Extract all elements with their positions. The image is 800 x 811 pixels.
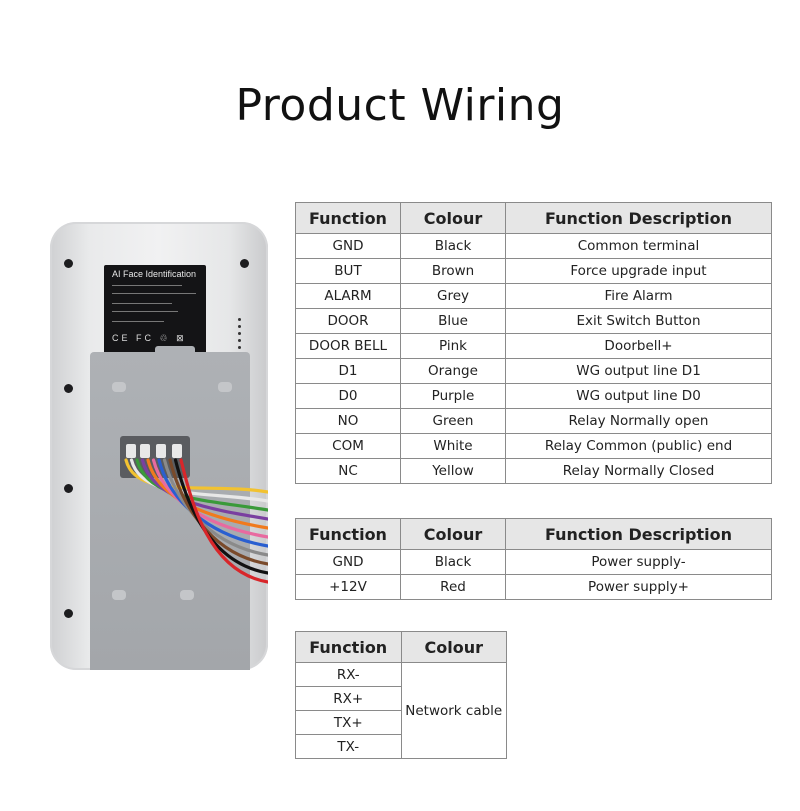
network-wiring-table: Function Colour RX- Network cable RX+ TX… [295,631,507,759]
description-cell: WG output line D1 [505,358,772,384]
colour-cell: Red [400,574,506,600]
device-illustration: AI Face Identification CE FC ♲ ⊠ [50,222,268,670]
function-cell: GND [295,233,401,259]
indicator-dots [238,318,241,353]
colour-cell: Network cable [400,662,507,759]
table-header-row: Function Colour Function Description [295,202,772,234]
colour-cell: Black [400,549,506,575]
header-colour: Colour [400,202,506,234]
wire-bundle [124,458,268,584]
function-cell: GND [295,549,401,575]
table-row: TX- [295,734,507,759]
label-line [112,293,196,294]
description-cell: Doorbell+ [505,333,772,359]
function-cell: NO [295,408,401,434]
label-line [112,321,164,322]
function-cell: +12V [295,574,401,600]
colour-cell: Pink [400,333,506,359]
table-row: RX- Network cable [295,662,507,759]
screw [240,259,249,268]
colour-cell: White [400,433,506,459]
header-colour: Colour [400,631,507,663]
signal-wiring-table: Function Colour Function Description GND… [295,202,772,484]
colour-cell: Green [400,408,506,434]
header-function: Function [295,631,402,663]
power-wiring-table: Function Colour Function Description GND… [295,518,772,600]
colour-cell: Yellow [400,458,506,484]
function-cell: NC [295,458,401,484]
description-cell: Power supply+ [505,574,772,600]
header-function: Function [295,202,401,234]
screw [64,384,73,393]
function-cell: DOOR [295,308,401,334]
label-line [112,303,172,304]
description-cell: Exit Switch Button [505,308,772,334]
function-cell: BUT [295,258,401,284]
device-label-title: AI Face Identification [112,269,197,279]
table-header-row: Function Colour Function Description [295,518,772,550]
header-description: Function Description [505,518,772,550]
header-colour: Colour [400,518,506,550]
panel-notch [155,346,195,356]
description-cell: Relay Normally Closed [505,458,772,484]
header-function: Function [295,518,401,550]
header-description: Function Description [505,202,772,234]
label-line [112,285,182,286]
colour-cell: Blue [400,308,506,334]
panel-slot [180,590,194,600]
function-cell: D1 [295,358,401,384]
colour-cell: Grey [400,283,506,309]
screw [64,609,73,618]
function-cell: TX+ [295,710,402,735]
function-cell: ALARM [295,283,401,309]
screw [64,484,73,493]
description-cell: Fire Alarm [505,283,772,309]
description-cell: WG output line D0 [505,383,772,409]
wire [179,458,268,584]
function-cell: RX+ [295,686,402,711]
function-cell: COM [295,433,401,459]
function-cell: TX- [295,734,402,759]
device-label-plate: AI Face Identification CE FC ♲ ⊠ [104,265,206,357]
colour-cell: Black [400,233,506,259]
table-row: TX+ [295,710,507,735]
description-cell: Relay Normally open [505,408,772,434]
certification-icons: CE FC ♲ ⊠ [112,333,187,343]
page-title: Product Wiring [235,80,565,131]
colour-cell: Orange [400,358,506,384]
panel-slot [112,382,126,392]
description-cell: Force upgrade input [505,258,772,284]
panel-slot [112,590,126,600]
screw [64,259,73,268]
description-cell: Relay Common (public) end [505,433,772,459]
function-cell: D0 [295,383,401,409]
colour-cell: Brown [400,258,506,284]
label-line [112,311,178,312]
colour-cell: Purple [400,383,506,409]
wire-connector [120,436,190,478]
description-cell: Power supply- [505,549,772,575]
panel-slot [218,382,232,392]
function-cell: DOOR BELL [295,333,401,359]
table-header-row: Function Colour [295,631,507,663]
function-cell: RX- [295,662,402,687]
description-cell: Common terminal [505,233,772,259]
